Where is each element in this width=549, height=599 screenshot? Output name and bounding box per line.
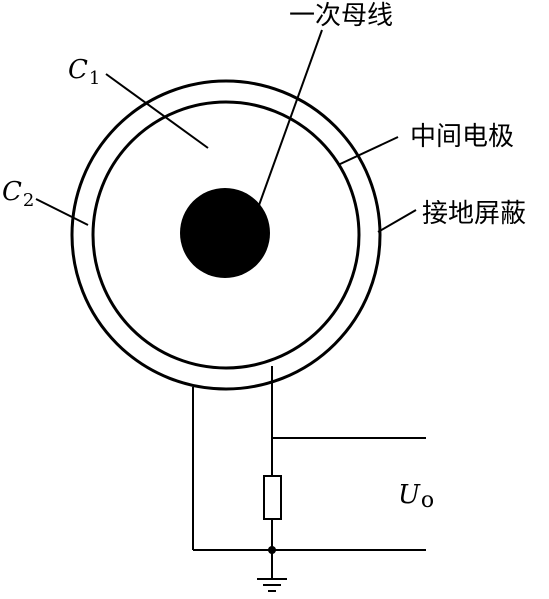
ground-shield-label: 接地屏蔽 bbox=[422, 199, 526, 229]
uo-label: Uo bbox=[398, 480, 434, 513]
busbar-conductor bbox=[180, 188, 270, 278]
c2-leader bbox=[35, 198, 89, 226]
busbar-leader bbox=[257, 29, 323, 209]
c2-label: C2 bbox=[2, 177, 34, 211]
middle-electrode-label: 中间电极 bbox=[410, 122, 514, 152]
junction-dot bbox=[268, 546, 276, 554]
busbar-label: 一次母线 bbox=[289, 1, 393, 31]
resistor bbox=[263, 475, 282, 520]
c1-label: C1 bbox=[68, 55, 100, 89]
middle-electrode-leader bbox=[337, 136, 399, 166]
ground-shield-leader bbox=[377, 209, 417, 233]
c1-leader bbox=[105, 73, 209, 149]
